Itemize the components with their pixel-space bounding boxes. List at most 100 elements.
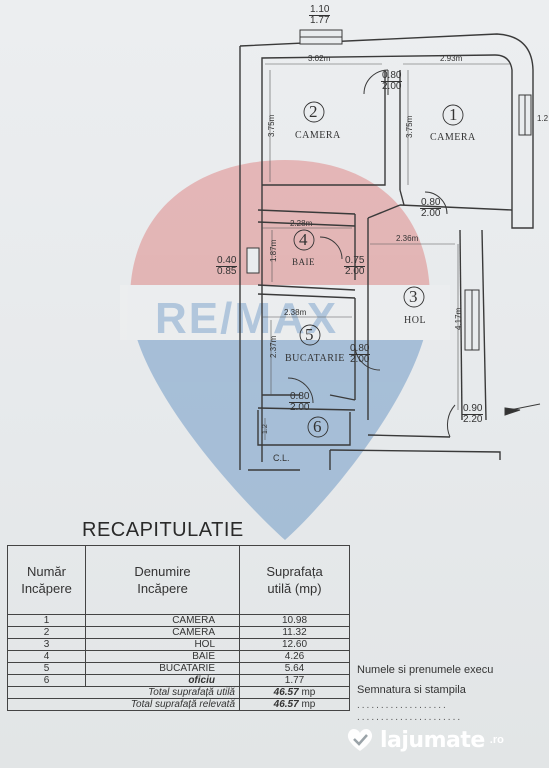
room5-number: 5 — [305, 325, 314, 344]
top-window-width: 1.10 — [309, 4, 331, 16]
row-area: 12.60 — [239, 638, 350, 651]
total-relevata-value: 46.57 — [273, 699, 299, 710]
door-oficiu: 0.80 2.00 — [289, 391, 311, 413]
table-row: 1 CAMERA 10.98 — [7, 614, 350, 627]
brand-tld: .ro — [489, 734, 504, 746]
total-util-cell: 46.57 mp — [239, 686, 350, 699]
total-relevata-label: Total suprafață relevată — [7, 698, 240, 711]
row-nr: 5 — [7, 662, 86, 675]
window-height: 0.85 — [217, 266, 237, 277]
door-height: 2.00 — [290, 402, 310, 413]
table-row: 3 HOL 12.60 — [7, 638, 350, 651]
header-name: Denumire Incăpere — [85, 545, 240, 615]
table-row: 4 BAIE 4.26 — [7, 650, 350, 663]
total-relevata-row: Total suprafață relevată 46.57 mp — [7, 698, 350, 711]
table-row: 5 BUCATARIE 5.64 — [7, 662, 350, 675]
door-height: 2.00 — [350, 354, 370, 365]
table-row: 2 CAMERA 11.32 — [7, 626, 350, 639]
door-bucatarie: 0.80 2.00 — [349, 343, 371, 365]
remax-logo-text: RE/MAX — [155, 294, 338, 343]
row-area: 5.64 — [239, 662, 350, 675]
recap-table: Număr Incăpere Denumire Incăpere Suprafa… — [7, 545, 350, 711]
top-window-dim: 1.10 1.77 — [309, 4, 331, 26]
door-room2-room1: 0.80 2.00 — [381, 71, 403, 92]
room6-number: 6 — [313, 417, 322, 436]
brand-site: lajumate — [380, 727, 485, 753]
room3-name: HOL — [404, 315, 427, 326]
row-name: CAMERA — [85, 614, 240, 627]
row-area: 10.98 — [239, 614, 350, 627]
window-width: 0.40 — [216, 255, 238, 267]
recap-header-row: Număr Incăpere Denumire Incăpere Suprafa… — [7, 545, 350, 615]
row-nr: 3 — [7, 638, 86, 651]
entry-door: 0.90 2.20 — [462, 403, 484, 425]
top-window-height: 1.77 — [310, 15, 330, 26]
heart-check-icon — [347, 729, 373, 751]
row-name: BUCATARIE — [85, 662, 240, 675]
door-swings — [287, 69, 541, 438]
door-width: 0.90 — [462, 403, 484, 415]
door-room1-hol: 0.80 2.00 — [420, 197, 442, 219]
row-nr: 6 — [7, 674, 86, 687]
signature-dots-2: ...................... — [357, 712, 463, 723]
balloon-band — [120, 285, 450, 340]
room2-number: 2 — [309, 102, 318, 121]
table-row: 6 oficiu 1.77 — [7, 674, 350, 687]
room6-length: 1.2 — [262, 424, 269, 434]
windows — [246, 29, 532, 351]
header-area: Suprafața utilă (mp) — [239, 545, 350, 615]
right-window-dim: 1.2 — [537, 114, 549, 123]
walls — [239, 33, 534, 471]
row-area: 1.77 — [239, 674, 350, 687]
door-width: 0.80 — [420, 197, 442, 209]
room1-name: CAMERA — [430, 132, 476, 143]
signature-dots-1: ................... — [357, 700, 448, 711]
room5-width: 2.38m — [284, 308, 307, 317]
room4-width: 2.28m — [290, 219, 313, 228]
signature-name-label: Numele si prenumele execu — [357, 664, 494, 676]
room3-length: 4.17m — [454, 307, 463, 330]
room3-number: 3 — [409, 287, 418, 306]
door-height: 2.00 — [345, 266, 365, 277]
signature-sign-label: Semnatura si stampila — [357, 684, 466, 696]
room5-name: BUCATARIE — [285, 353, 345, 364]
header-nr: Număr Incăpere — [7, 545, 86, 615]
row-nr: 1 — [7, 614, 86, 627]
row-area: 11.32 — [239, 626, 350, 639]
room4-length: 1.87m — [269, 239, 278, 262]
door-width: 0.80 — [289, 391, 311, 403]
lajumate-brand: lajumate .ro — [345, 727, 504, 753]
row-name: CAMERA — [85, 626, 240, 639]
door-height: 2.00 — [421, 208, 441, 219]
row-nr: 4 — [7, 650, 86, 663]
row-nr: 2 — [7, 626, 86, 639]
room-number-circles — [293, 101, 464, 438]
total-util-unit: mp — [301, 687, 316, 698]
cl-label: C.L. — [273, 453, 290, 463]
recap-title: RECAPITULATIE — [82, 519, 244, 541]
row-name: oficiu — [85, 674, 240, 687]
room4-name: BAIE — [292, 257, 315, 267]
room2-name: CAMERA — [295, 130, 341, 141]
total-relevata-cell: 46.57 mp — [239, 698, 350, 711]
total-relevata-unit: mp — [301, 699, 316, 710]
room1-width: 2.93m — [440, 54, 463, 63]
room4-number: 4 — [299, 230, 308, 249]
total-util-value: 46.57 — [273, 687, 299, 698]
room2-length: 3.75m — [267, 114, 276, 137]
total-util-row: Total suprafață utilă 46.57 mp — [7, 686, 350, 699]
room3-width: 2.36m — [396, 234, 419, 243]
room2-width: 3.02m — [308, 54, 331, 63]
door-height: 2.00 — [382, 81, 402, 92]
dimension-lines — [262, 63, 510, 440]
total-util-label: Total suprafață utilă — [7, 686, 240, 699]
room1-length: 3.75m — [405, 115, 414, 138]
room5-length: 2.37m — [269, 335, 278, 358]
window-baie-dim: 0.40 0.85 — [216, 255, 238, 277]
door-baie: 0.75 2.00 — [344, 255, 366, 277]
room1-number: 1 — [449, 105, 458, 124]
door-width: 0.80 — [349, 343, 371, 355]
row-area: 4.26 — [239, 650, 350, 663]
door-width: 0.75 — [344, 255, 366, 267]
